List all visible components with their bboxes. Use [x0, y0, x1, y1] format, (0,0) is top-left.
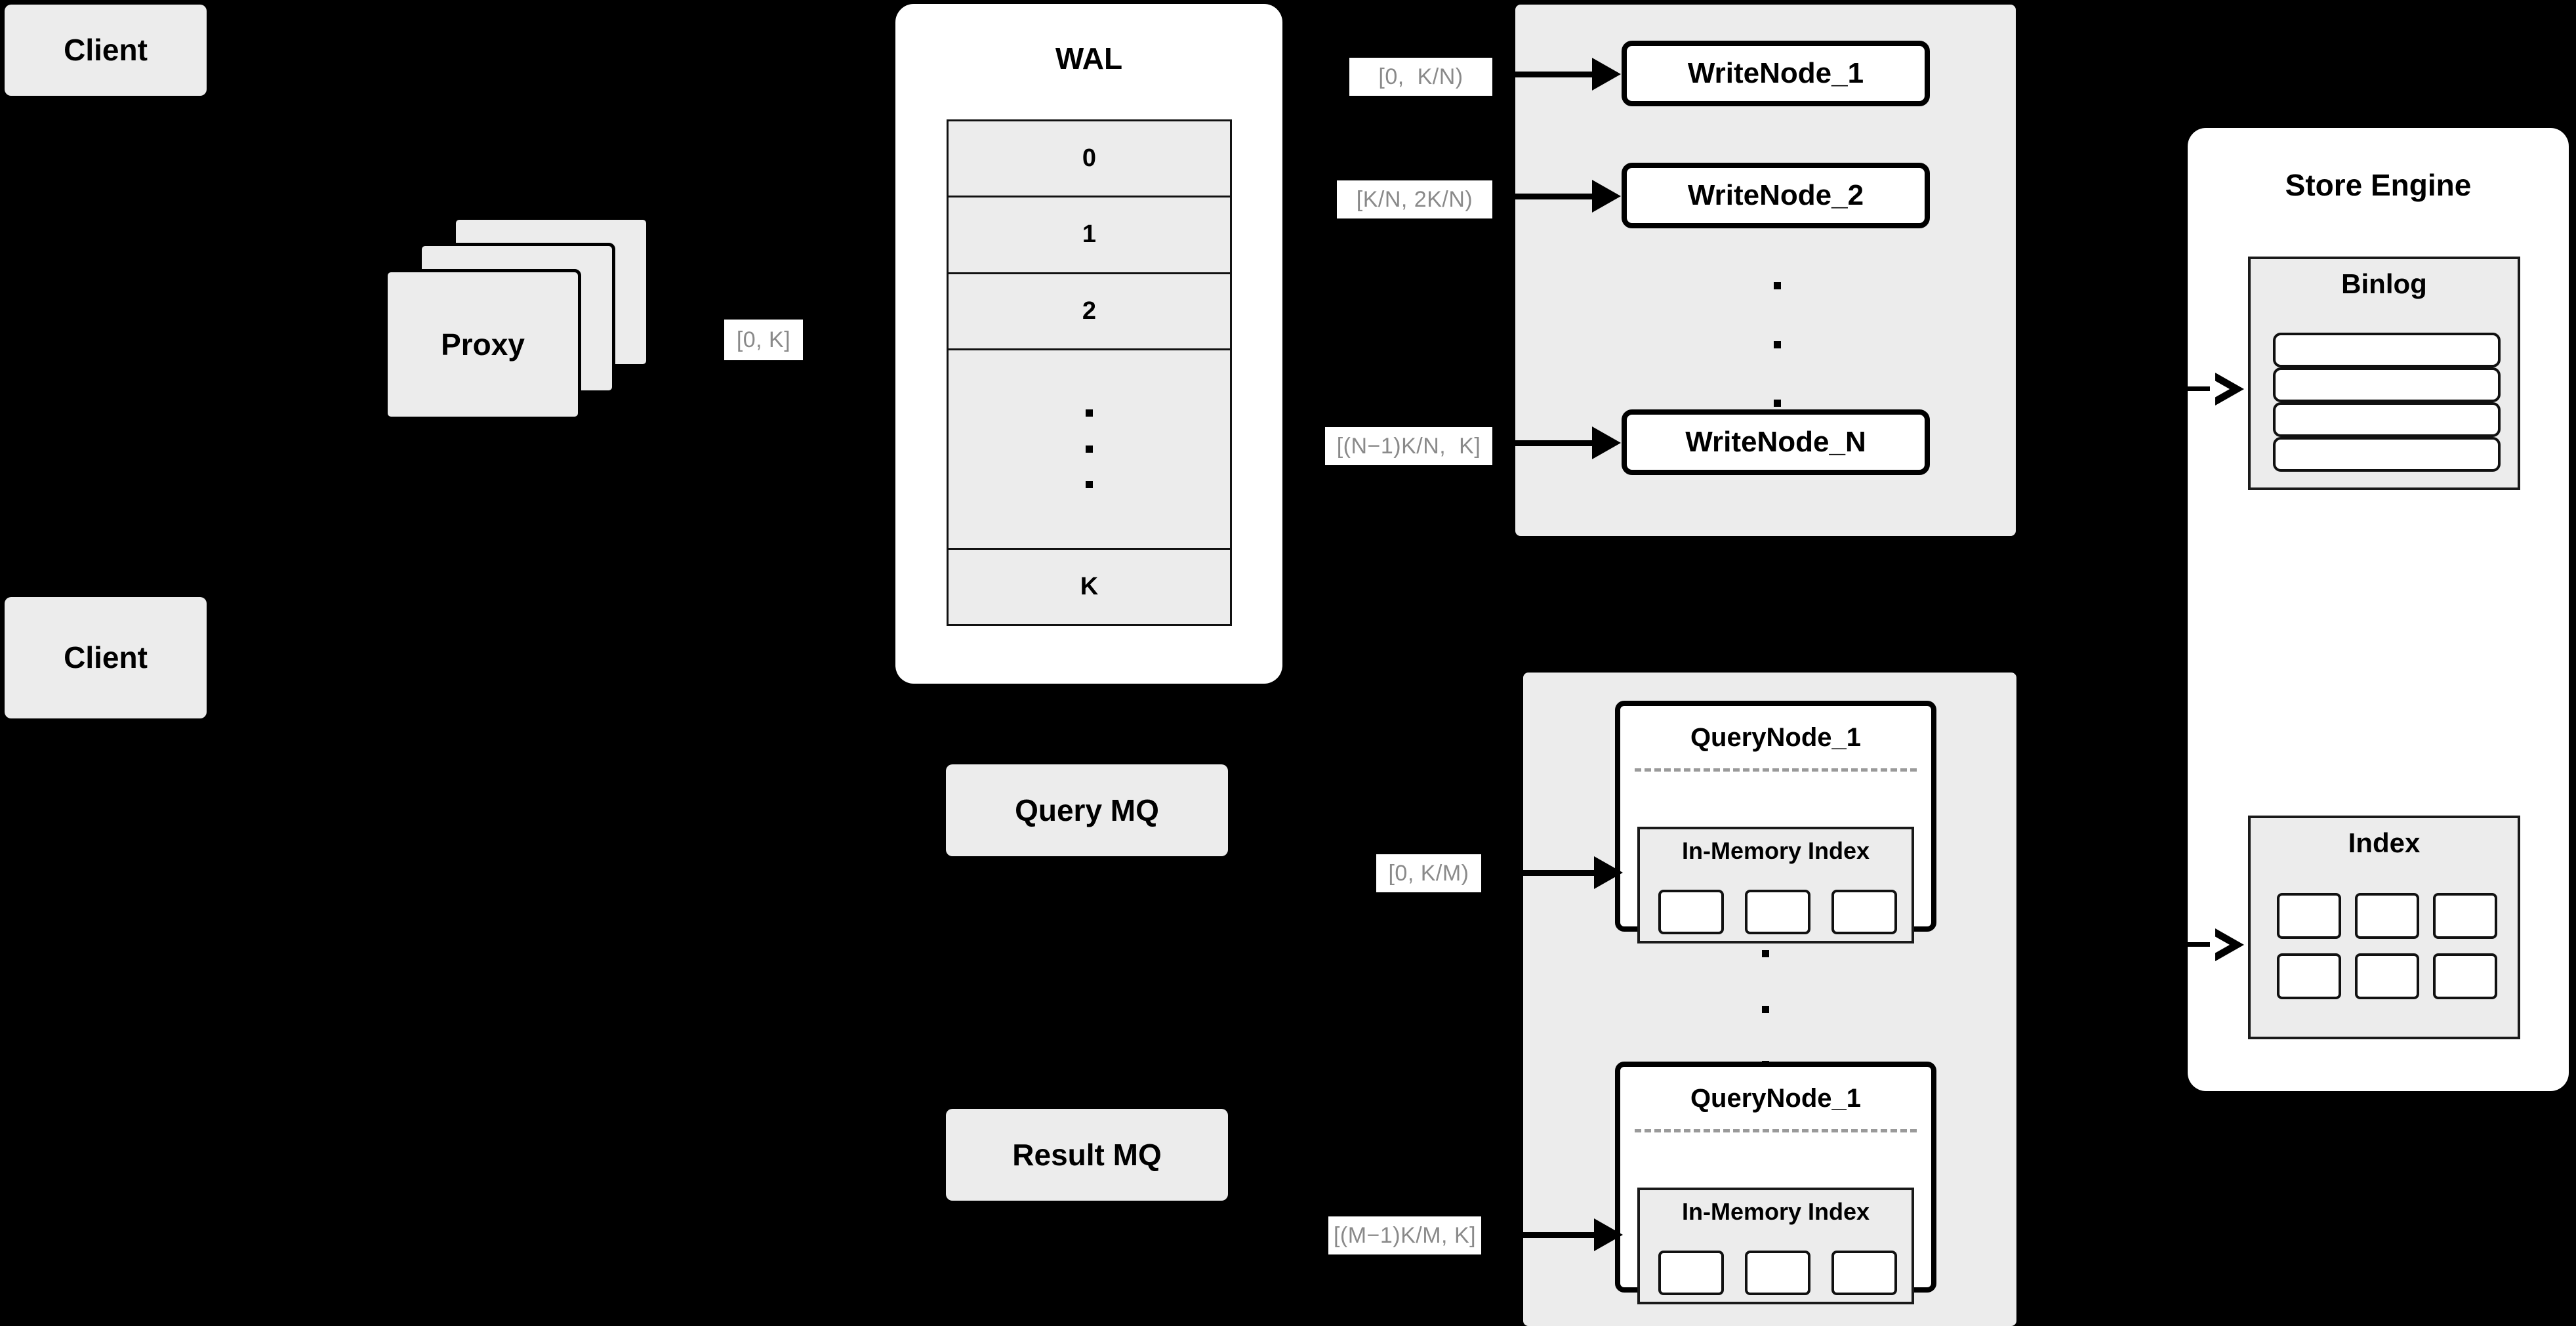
index-segment [1658, 1251, 1724, 1295]
client-label-1: Client [64, 33, 148, 68]
query-node-2-title: QueryNode_1 [1690, 1084, 1862, 1113]
binlog-section: Binlog [2248, 257, 2520, 490]
binlog-entry [2273, 437, 2501, 472]
proxy-stack[interactable]: Proxy [380, 217, 676, 433]
wal-panel: WAL 0 1 2 K [895, 4, 1282, 684]
query-node-1[interactable]: QueryNode_1 In-Memory Index [1615, 701, 1936, 943]
arrow-to-write-node-1 [1486, 58, 1625, 91]
index-segment [1745, 1251, 1810, 1295]
wal-ellipsis-dots [1086, 409, 1093, 489]
write-node-2[interactable]: WriteNode_2 [1622, 163, 1930, 228]
query-node-ellipsis-dots [1761, 950, 1770, 1068]
arrow-to-write-node-n [1486, 426, 1625, 459]
wal-row-0: 0 [949, 121, 1230, 198]
client-box-2[interactable]: Client [5, 597, 207, 718]
in-memory-index-2-title: In-Memory Index [1681, 1198, 1870, 1225]
index-title: Index [2348, 827, 2421, 858]
result-mq-label: Result MQ [1012, 1137, 1162, 1172]
write-node-2-label: WriteNode_2 [1687, 179, 1864, 211]
binlog-entry [2273, 333, 2501, 367]
write-node-n-label: WriteNode_N [1685, 426, 1866, 458]
wal-row-1: 1 [949, 197, 1230, 274]
edge-label-write-node-2: [K/N, 2K/N) [1337, 180, 1492, 218]
index-entry [2433, 893, 2497, 939]
binlog-title: Binlog [2341, 268, 2427, 299]
arrow-to-write-node-2 [1486, 180, 1625, 213]
binlog-entry [2273, 367, 2501, 402]
wal-table: 0 1 2 K [947, 119, 1232, 626]
store-engine-panel: Store Engine Binlog Index [2188, 128, 2569, 1091]
in-memory-index-1-title: In-Memory Index [1681, 837, 1870, 864]
wal-row-ellipsis [949, 350, 1230, 550]
index-entry [2277, 953, 2341, 999]
query-mq-label: Query MQ [1015, 793, 1159, 827]
index-segment [1831, 890, 1897, 934]
index-segment [1745, 890, 1810, 934]
index-entry [2355, 893, 2419, 939]
wal-title: WAL [1055, 41, 1123, 75]
edge-label-query-node-2: [(M−1)K/M, K] [1328, 1216, 1481, 1254]
query-node-2[interactable]: QueryNode_1 In-Memory Index [1615, 1062, 1936, 1304]
client-label-2: Client [64, 640, 148, 675]
edge-label-write-node-1: [0, K/N) [1349, 58, 1492, 96]
proxy-card-front[interactable]: Proxy [384, 269, 581, 420]
query-node-1-separator [1635, 768, 1917, 772]
arrow-to-index [2181, 928, 2253, 961]
index-entry [2277, 893, 2341, 939]
write-node-n[interactable]: WriteNode_N [1622, 409, 1930, 475]
write-node-1[interactable]: WriteNode_1 [1622, 41, 1930, 106]
arrow-to-query-node-1 [1502, 856, 1627, 889]
store-engine-title: Store Engine [2285, 168, 2472, 202]
edge-label-proxy-to-wal: [0, K] [724, 320, 803, 360]
binlog-entry [2273, 402, 2501, 437]
index-segment [1831, 1251, 1897, 1295]
arrow-to-query-node-2 [1502, 1218, 1627, 1251]
query-node-1-title: QueryNode_1 [1690, 723, 1862, 752]
wal-row-2: 2 [949, 274, 1230, 350]
index-section: Index [2248, 816, 2520, 1039]
index-entry [2355, 953, 2419, 999]
wal-row-k: K [1080, 572, 1099, 600]
arrow-to-binlog [2181, 373, 2253, 405]
query-node-2-separator [1635, 1129, 1917, 1132]
edge-label-write-node-n: [(N−1)K/N, K] [1325, 427, 1492, 465]
write-node-1-label: WriteNode_1 [1687, 57, 1864, 89]
index-entry [2433, 953, 2497, 999]
edge-label-query-node-1: [0, K/M) [1376, 854, 1481, 892]
client-box-1[interactable]: Client [5, 5, 207, 96]
in-memory-index-2: In-Memory Index [1637, 1188, 1914, 1304]
result-mq-box[interactable]: Result MQ [946, 1109, 1228, 1201]
write-node-ellipsis-dots [1772, 282, 1782, 407]
proxy-label: Proxy [441, 327, 525, 362]
query-mq-box[interactable]: Query MQ [946, 764, 1228, 856]
index-segment [1658, 890, 1724, 934]
in-memory-index-1: In-Memory Index [1637, 827, 1914, 943]
